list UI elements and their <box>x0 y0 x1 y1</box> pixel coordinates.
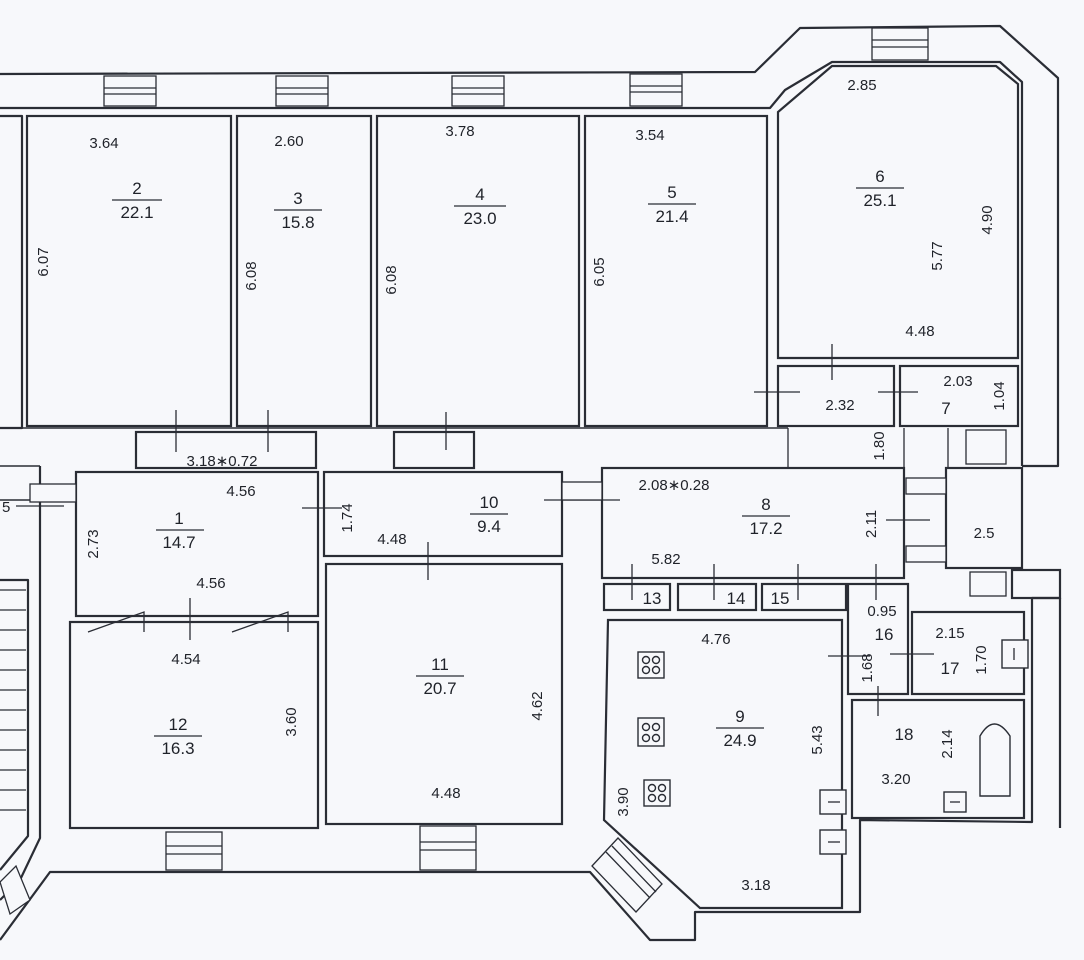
dimension-label: 3.18 <box>741 877 770 894</box>
dimension-label: 4.48 <box>431 785 460 802</box>
room-number: 4 <box>475 185 484 204</box>
room-number: 1 <box>174 509 183 528</box>
door-markers <box>16 344 1007 716</box>
dimension-label: 2.73 <box>85 529 102 558</box>
room-number: 14 <box>727 589 746 608</box>
stove-icon <box>637 717 665 747</box>
dimension-label: 3.60 <box>283 707 300 736</box>
room-area: 14.7 <box>162 533 195 552</box>
room-area: 25.1 <box>863 191 896 210</box>
dimension-label: 4.54 <box>171 651 200 668</box>
dimension-label: 6.07 <box>35 247 52 276</box>
room-area: 16.3 <box>161 739 194 758</box>
stove-icon <box>637 651 665 679</box>
room-area: 22.1 <box>120 203 153 222</box>
dimension-label: 5 <box>2 499 10 516</box>
room-area: 9.4 <box>477 517 501 536</box>
room-area: 17.2 <box>749 519 782 538</box>
dimension-label: 1.68 <box>859 653 876 682</box>
room-number: 8 <box>761 495 770 514</box>
room-area: 20.7 <box>423 679 456 698</box>
room-number: 17 <box>941 659 960 678</box>
dimension-label: 4.48 <box>905 323 934 340</box>
dimension-label: 3.90 <box>615 787 632 816</box>
dimension-label: 1.70 <box>973 645 990 674</box>
dimension-label: 4.62 <box>529 691 546 720</box>
room-number: 10 <box>480 493 499 512</box>
room-area: 21.4 <box>655 207 688 226</box>
dimension-label: 2.08∗0.28 <box>639 477 710 494</box>
dimension-label: 2.15 <box>935 625 964 642</box>
dimension-label: 5.82 <box>651 551 680 568</box>
dimension-label: 3.64 <box>89 135 118 152</box>
room-number: 2 <box>132 179 141 198</box>
room-number: 5 <box>667 183 676 202</box>
room-number: 12 <box>169 715 188 734</box>
dimension-label: 5.43 <box>809 725 826 754</box>
room-number: 7 <box>941 399 950 418</box>
dimension-label: 2.85 <box>847 77 876 94</box>
dimension-label: 3.20 <box>881 771 910 788</box>
top-rooms <box>25 64 1020 470</box>
dimension-label: 6.05 <box>591 257 608 286</box>
room-area: 15.8 <box>281 213 314 232</box>
stove-icon <box>643 779 671 807</box>
room-number: 3 <box>293 189 302 208</box>
dimension-label: 4.48 <box>377 531 406 548</box>
outer-walls <box>0 24 1062 942</box>
dimension-label: 4.56 <box>196 575 225 592</box>
dimensions: 3.64 6.07 2.60 6.08 3.78 6.08 3.54 6.05 … <box>2 77 1008 894</box>
room-number: 6 <box>875 167 884 186</box>
room-number: 9 <box>735 707 744 726</box>
dimension-label: 6.08 <box>243 261 260 290</box>
toilet-icon <box>819 829 847 855</box>
room-number: 16 <box>875 625 894 644</box>
room-number: 15 <box>771 589 790 608</box>
dimension-label: 2.5 <box>974 525 995 542</box>
dimension-label: 1.04 <box>991 381 1008 410</box>
dimension-label: 3.78 <box>445 123 474 140</box>
windows <box>0 27 929 916</box>
dimension-label: 1.80 <box>871 431 888 460</box>
lower-rooms <box>68 466 1062 910</box>
dimension-label: 4.90 <box>979 205 996 234</box>
dimension-label: 2.60 <box>274 133 303 150</box>
stairs <box>0 589 26 811</box>
dimension-label: 3.54 <box>635 127 664 144</box>
dimension-label: 2.14 <box>939 729 956 758</box>
dimension-label: 6.08 <box>383 265 400 294</box>
room-number: 18 <box>895 725 914 744</box>
dimension-label: 2.11 <box>863 510 880 538</box>
room-labels: 2 22.1 3 15.8 4 23.0 5 21.4 6 25.1 7 1 1… <box>112 167 959 758</box>
dimension-label: 1.74 <box>339 503 356 532</box>
room-area: 23.0 <box>463 209 496 228</box>
room-number: 13 <box>643 589 662 608</box>
dimension-label: 3.18∗0.72 <box>187 453 258 470</box>
sink-icon <box>943 791 967 813</box>
bathtub-icon <box>979 723 1011 797</box>
dimension-label: 2.32 <box>825 397 854 414</box>
dimension-label: 4.76 <box>701 631 730 648</box>
dimension-label: 2.03 <box>943 373 972 390</box>
room-area: 24.9 <box>723 731 756 750</box>
toilet-icon <box>1001 639 1029 669</box>
room-number: 11 <box>431 655 449 674</box>
dimension-label: 0.95 <box>867 603 896 620</box>
dimension-label: 5.77 <box>929 241 946 270</box>
dimension-label: 4.56 <box>226 483 255 500</box>
toilet-icon <box>819 789 847 815</box>
